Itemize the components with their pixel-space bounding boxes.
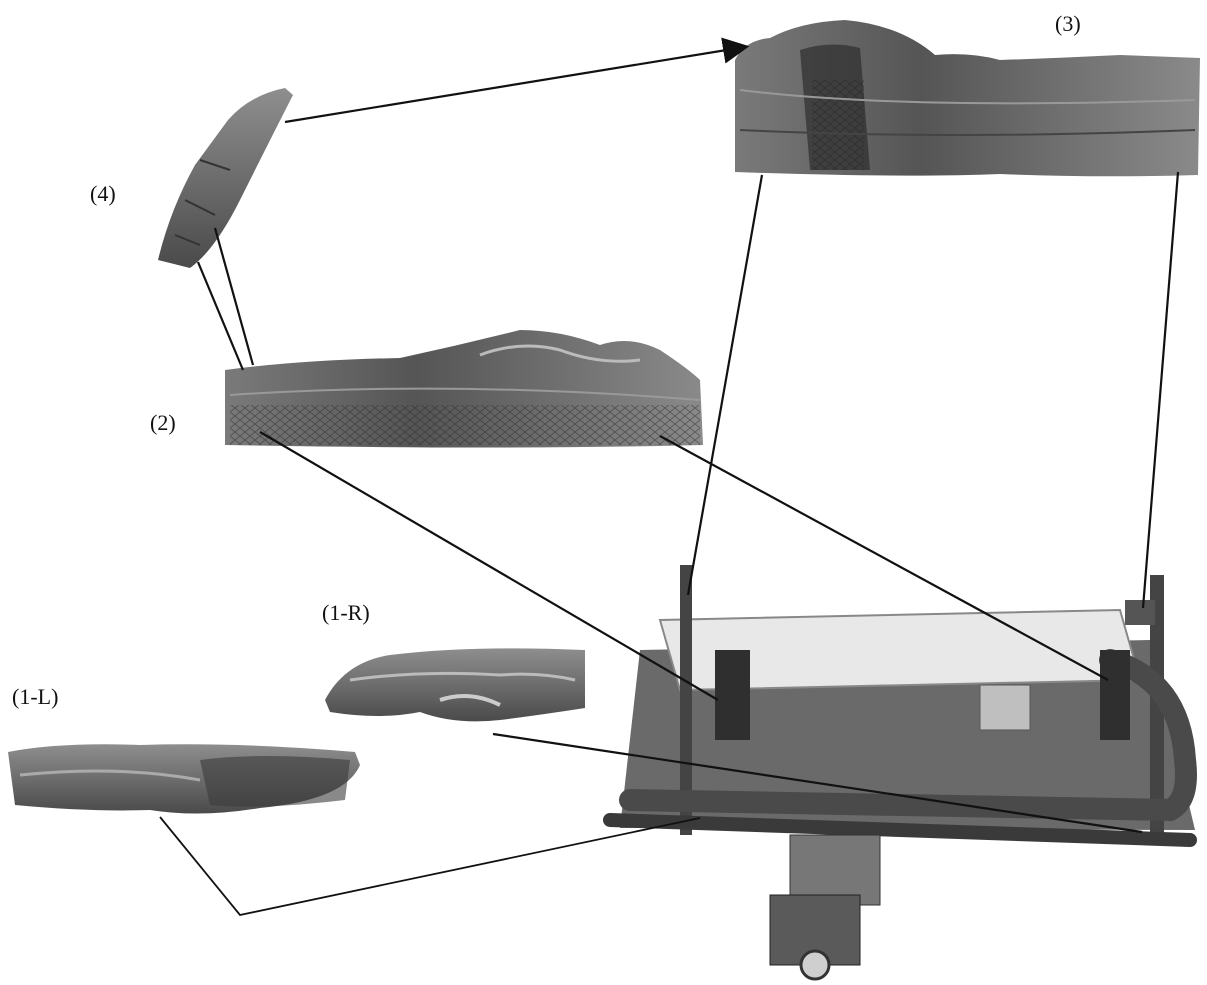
label-log-4: (4) xyxy=(90,181,116,206)
label-log-1-left: (1-L) xyxy=(12,684,58,709)
leader-log1l xyxy=(160,817,700,915)
label-log-2: (2) xyxy=(150,410,176,435)
log-1-left xyxy=(8,744,360,813)
leader-log3-right xyxy=(1143,172,1178,608)
log-3 xyxy=(735,20,1200,176)
leader-log4-b xyxy=(215,228,253,365)
leader-log4-a xyxy=(198,262,243,370)
log-4 xyxy=(158,88,293,268)
arrow-log4-to-log3 xyxy=(285,47,745,122)
log-1-right xyxy=(325,648,585,721)
burner-assembly xyxy=(610,565,1195,979)
label-log-1-right: (1-R) xyxy=(322,600,370,625)
log-2 xyxy=(225,330,703,448)
label-log-3: (3) xyxy=(1055,11,1081,36)
